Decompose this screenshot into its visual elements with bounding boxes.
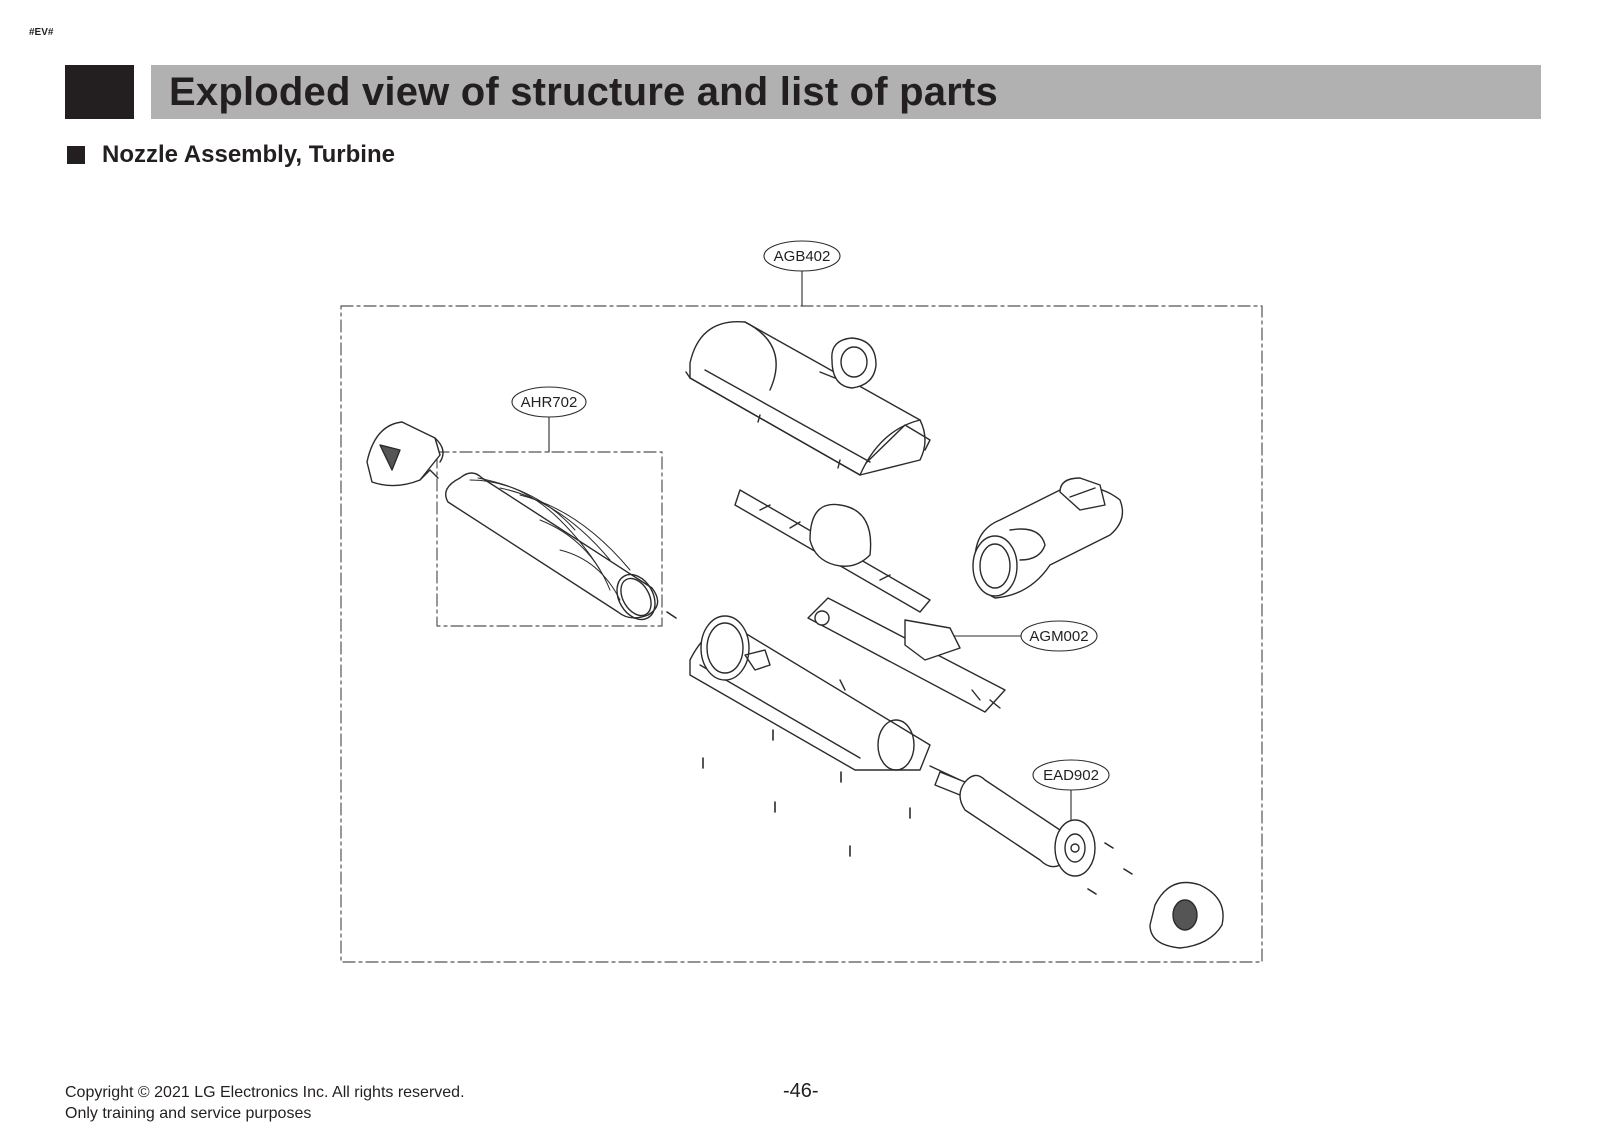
callout-agb402: AGB402	[763, 240, 841, 307]
screw-8	[1104, 842, 1114, 849]
page-number: -46-	[783, 1080, 819, 1102]
callout-label-agb402: AGB402	[774, 248, 831, 265]
purpose-text: Only training and service purposes	[65, 1105, 312, 1122]
upper-cover-part	[685, 320, 931, 476]
connector-plate-part	[807, 597, 1006, 713]
title-marker-block	[65, 65, 134, 119]
page-title: Exploded view of structure and list of p…	[169, 69, 998, 114]
callout-label-agm002: AGM002	[1029, 628, 1088, 645]
callout-ead902: EAD902	[1032, 759, 1110, 829]
callout-ahr702: AHR702	[511, 386, 587, 453]
screw-1	[666, 611, 677, 619]
callout-label-ead902: EAD902	[1043, 767, 1099, 784]
section-title: Nozzle Assembly, Turbine	[102, 141, 395, 168]
document-tag: #EV#	[29, 27, 54, 38]
callout-label-ahr702: AHR702	[521, 394, 578, 411]
callout-agm002: AGM002	[936, 620, 1098, 652]
brush-roll-part	[445, 472, 659, 621]
motor-part	[929, 765, 1096, 877]
footer-notice: Copyright © 2021 LG Electronics Inc. All…	[65, 1082, 465, 1124]
screw-9	[1123, 868, 1133, 875]
side-cap-part	[366, 421, 444, 487]
end-cap-part	[1149, 881, 1224, 949]
base-frame-part	[689, 615, 931, 771]
title-bar: Exploded view of structure and list of p…	[151, 65, 1541, 119]
copyright-text: Copyright © 2021 LG Electronics Inc. All…	[65, 1084, 465, 1101]
screw-set	[666, 611, 1133, 895]
brush-subassembly-boundary	[436, 451, 663, 627]
duct-cover-part	[734, 489, 931, 613]
screw-10	[1087, 888, 1097, 895]
section-heading: Nozzle Assembly, Turbine	[67, 141, 395, 169]
square-bullet-icon	[67, 146, 85, 164]
neck-joint-part	[972, 477, 1124, 599]
